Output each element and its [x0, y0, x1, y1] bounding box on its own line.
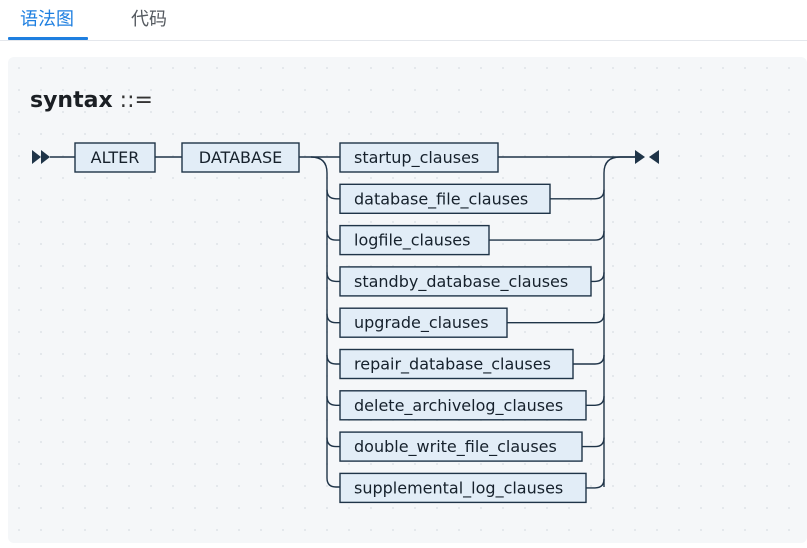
railroad-diagram: ALTER DATABASE startup_clauses database_f…	[32, 142, 659, 504]
end-marker-icon	[635, 150, 659, 164]
branch-connector-right	[489, 231, 605, 241]
branch-connector-left	[326, 313, 340, 324]
active-tab-indicator	[8, 37, 88, 40]
choice-box-repair-database-clauses: repair_database_clauses	[339, 348, 574, 380]
branch-connector-left	[326, 437, 340, 448]
choice-label: upgrade_clauses	[354, 313, 489, 333]
choice-box-database-file-clauses: database_file_clauses	[339, 183, 551, 215]
rule-operator: ::=	[119, 88, 153, 113]
choice-box-startup-clauses: startup_clauses	[339, 142, 499, 173]
branch-connector-right	[573, 354, 605, 365]
tab-bar: 语法图 代码	[0, 0, 807, 41]
branch-connector-left	[326, 396, 340, 406]
choice-box-delete-archivelog-clauses: delete_archivelog_clauses	[339, 390, 587, 421]
choice-label: supplemental_log_clauses	[354, 478, 563, 498]
branch-connector-left	[326, 231, 340, 241]
branch-connector-right	[591, 272, 605, 283]
tab-code[interactable]: 代码	[131, 9, 167, 30]
branch-left-rail	[310, 156, 340, 488]
keyword-database-text: DATABASE	[199, 148, 282, 167]
branch-connector-left	[326, 354, 340, 365]
branch-right-rail	[603, 156, 635, 488]
choice-list: startup_clauses database_file_clauseslogf…	[326, 142, 605, 504]
start-marker-icon	[32, 150, 50, 164]
choice-label: repair_database_clauses	[354, 355, 551, 375]
choice-box-standby-database-clauses: standby_database_clauses	[339, 266, 592, 297]
branch-connector-right	[586, 396, 605, 406]
choice-box-supplemental-log-clauses: supplemental_log_clauses	[339, 472, 587, 504]
keyword-box-database: DATABASE	[181, 142, 300, 173]
choice-box-double-write-file-clauses: double_write_file_clauses	[339, 431, 583, 462]
branch-connector-left	[326, 272, 340, 283]
keyword-box-alter: ALTER	[74, 142, 156, 173]
choice-label: logfile_clauses	[354, 231, 470, 251]
branch-connector-right	[507, 313, 605, 324]
rule-title: syntax ::=	[30, 87, 153, 115]
choice-label: database_file_clauses	[354, 189, 528, 209]
branch-connector-right	[550, 189, 605, 200]
choice-label: standby_database_clauses	[354, 272, 568, 292]
choice-label: delete_archivelog_clauses	[354, 396, 563, 416]
choice-box-logfile-clauses: logfile_clauses	[339, 224, 490, 256]
branch-connector-right	[586, 478, 605, 489]
branch-connector-right	[582, 437, 605, 448]
choice-box-upgrade-clauses: upgrade_clauses	[339, 307, 508, 338]
choice-label: startup_clauses	[354, 148, 479, 168]
rule-name: syntax	[30, 88, 113, 113]
keyword-alter-text: ALTER	[91, 148, 140, 167]
tab-syntax-diagram[interactable]: 语法图	[20, 9, 74, 30]
branch-connector-left	[326, 189, 340, 200]
choice-label: double_write_file_clauses	[354, 437, 557, 457]
diagram-panel: syntax ::= ALTER DATABASE s	[8, 57, 807, 543]
